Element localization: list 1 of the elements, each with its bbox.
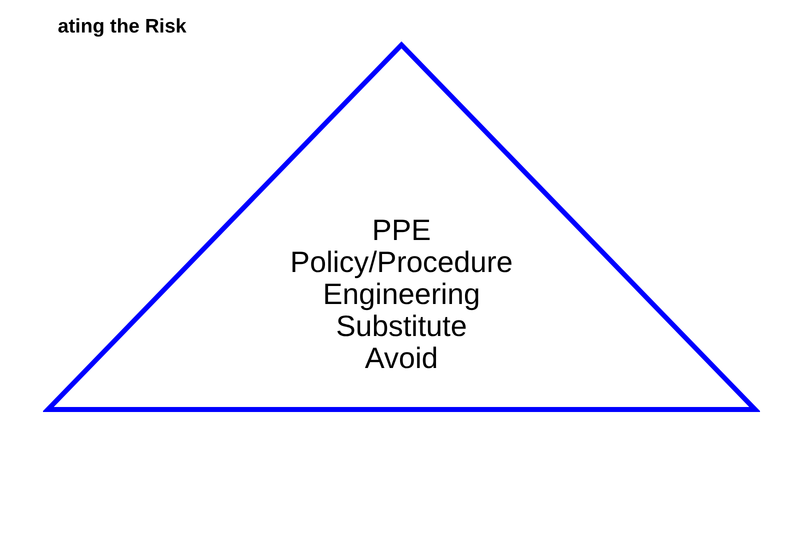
- diagram-title: ating the Risk: [58, 15, 186, 38]
